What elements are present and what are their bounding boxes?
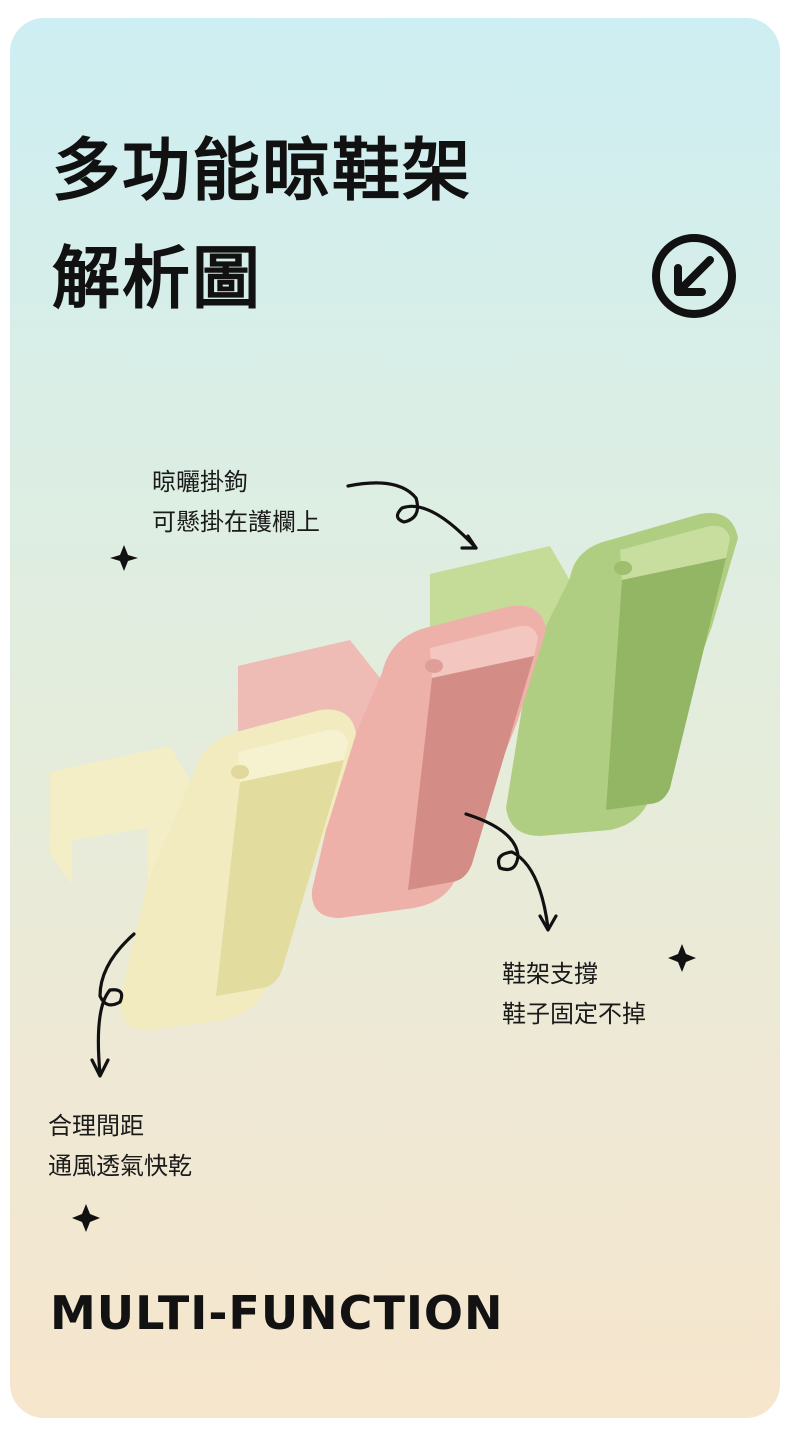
- callout-spacing: 合理間距 通風透氣快乾: [48, 1106, 192, 1186]
- product-illustration: [50, 481, 738, 1232]
- arrow-right: [464, 812, 550, 930]
- title-line-2: 解析圖: [52, 240, 263, 319]
- callout-spacing-desc: 通風透氣快乾: [48, 1152, 192, 1180]
- arrow-top: [346, 481, 478, 550]
- title-line-1: 多功能晾鞋架: [52, 132, 473, 211]
- sparkles: [72, 545, 696, 1232]
- callout-hanging-hook-title: 晾曬掛鉤: [152, 468, 248, 496]
- callout-spacing-title: 合理間距: [48, 1112, 144, 1140]
- callout-shoe-support-desc: 鞋子固定不掉: [502, 1000, 646, 1028]
- pink-shoe-hook: [238, 605, 546, 918]
- footer-tagline: MULTI-FUNCTION: [50, 1286, 504, 1340]
- callout-shoe-support: 鞋架支撐 鞋子固定不掉: [502, 954, 646, 1034]
- arrow-left: [96, 932, 136, 1076]
- callout-hanging-hook-desc: 可懸掛在護欄上: [152, 508, 320, 536]
- callout-hanging-hook: 晾曬掛鉤 可懸掛在護欄上: [152, 462, 320, 542]
- callout-shoe-support-title: 鞋架支撐: [502, 960, 598, 988]
- cream-shoe-hook: [50, 709, 356, 1030]
- circle-arrow-down-left-icon: [652, 234, 736, 318]
- green-shoe-hook: [430, 513, 738, 836]
- product-poster: 多功能晾鞋架 解析圖: [10, 18, 780, 1418]
